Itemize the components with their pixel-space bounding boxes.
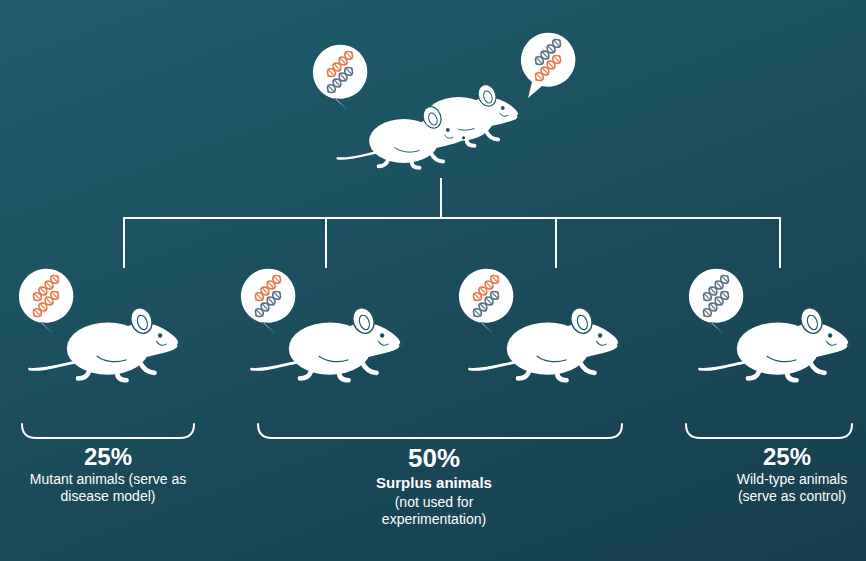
group-bracket	[686, 424, 852, 438]
dna-bubble	[313, 45, 367, 110]
percentage: 25%	[13, 443, 203, 472]
group-bracket	[258, 424, 622, 438]
group-description: (not used for experimentation)	[364, 494, 504, 528]
parent-mouse	[338, 104, 465, 168]
group-bracket	[22, 424, 194, 438]
percentage: 25%	[712, 443, 862, 472]
dna-bubble	[241, 269, 295, 334]
group-title: Surplus animals	[334, 474, 534, 492]
percentage: 50%	[354, 443, 514, 474]
dna-bubble	[689, 269, 743, 334]
group-description: Wild-type animals (serve as control)	[722, 471, 862, 505]
dna-bubble	[459, 269, 513, 334]
dna-bubble	[521, 33, 575, 98]
group-description: Mutant animals (serve as disease model)	[8, 471, 208, 505]
dna-bubble	[19, 269, 73, 334]
